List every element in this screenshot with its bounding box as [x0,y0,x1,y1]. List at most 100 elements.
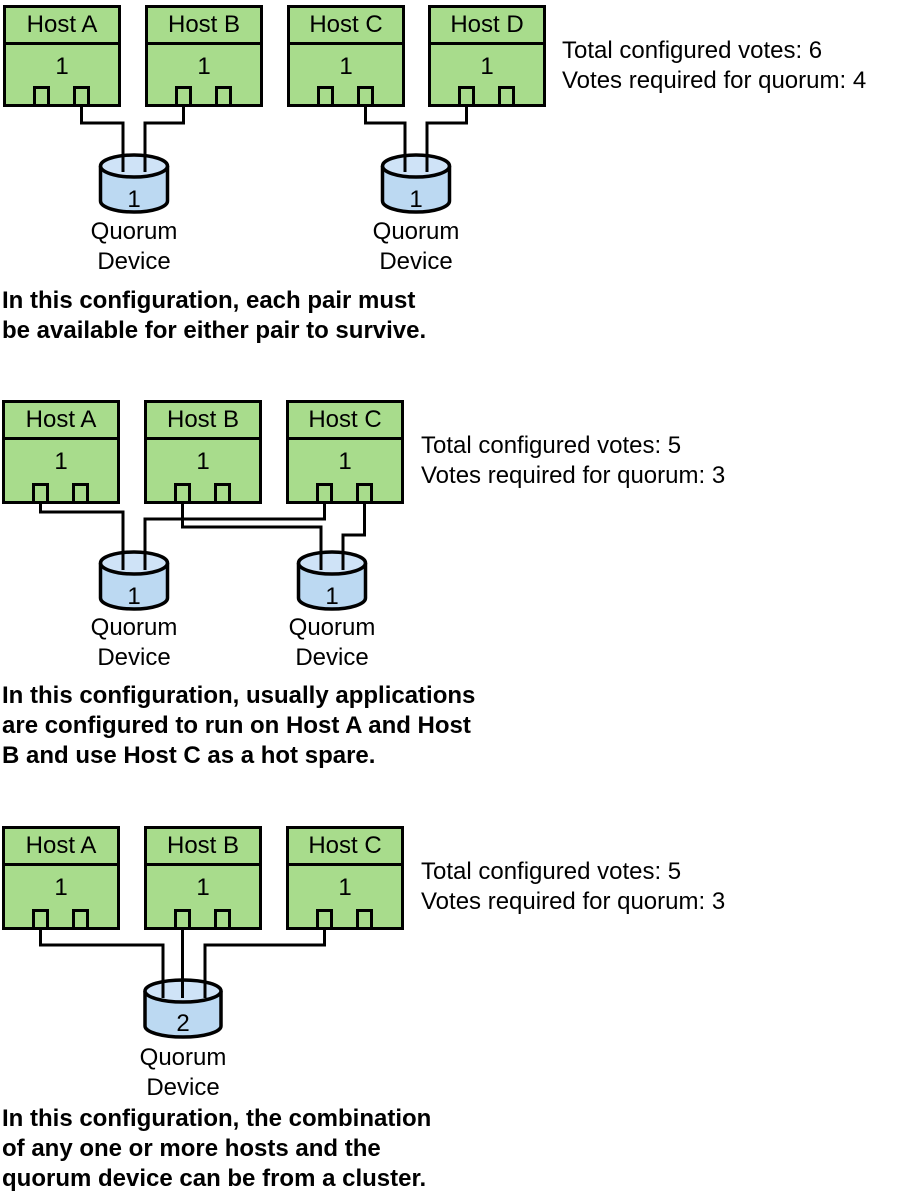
p2-quorum-device-1-label: Quorum Device [91,613,178,673]
p1-host-d: Host D 1 [428,5,546,107]
caption-line: are configured to run on Host A and Host [2,712,471,739]
p3-host-a: Host A 1 [2,826,120,930]
port-icon [174,909,191,927]
p2-host-c: Host C 1 [286,400,404,504]
caption-line: quorum device can be from a cluster. [2,1165,427,1192]
caption-line: be available for either pair to survive. [2,317,427,344]
host-vote-count: 1 [480,53,494,80]
total-votes-text: Total configured votes: 6 [562,37,823,64]
p3-host-c: Host C 1 [286,826,404,930]
quorum-label-line: Quorum [90,218,178,245]
connection-line [39,501,125,570]
p1-host-a: Host A 1 [3,5,121,107]
cylinder-top [380,153,452,179]
caption-line: In this configuration, each pair must [2,287,416,314]
required-votes-text: Votes required for quorum: 3 [421,462,726,489]
host-vote-count: 1 [54,874,68,901]
port-icon [33,86,50,104]
host-vote-count: 1 [339,53,353,80]
connection-line [39,927,165,998]
cylinder-top [296,550,368,576]
host-vote-count: 1 [55,53,69,80]
port-icon [498,86,515,104]
quorum-label-line: Quorum [372,218,460,245]
p2-quorum-device-2-label: Quorum Device [289,613,376,673]
cylinder-body [98,166,170,214]
p2-caption: In this configuration, usually applicati… [2,681,475,771]
quorum-label-line: Device [97,644,171,671]
host-title: Host C [290,8,402,45]
quorum-label-line: Quorum [90,614,178,641]
cylinder-body [380,166,452,214]
cylinder-body [98,563,170,611]
caption-line: B and use Host C as a hot spare. [2,742,376,769]
port-icon [356,909,373,927]
connection-line [341,501,366,570]
quorum-vote-count: 1 [409,186,422,213]
port-icon [32,483,49,501]
quorum-vote-count: 2 [176,1010,189,1037]
host-vote-count: 1 [338,448,352,475]
port-icon [72,909,89,927]
port-icon [32,909,49,927]
host-vote-count: 1 [197,53,211,80]
port-icon [214,909,231,927]
p1-caption: In this configuration, each pair must be… [2,286,426,346]
caption-line: of any one or more hosts and the [2,1135,381,1162]
quorum-label-line: Device [146,1074,220,1101]
p1-host-c: Host C 1 [287,5,405,107]
host-vote-count: 1 [338,874,352,901]
host-vote-count: 1 [196,874,210,901]
connection-line [425,104,468,172]
host-title: Host A [5,403,117,440]
host-title: Host C [289,403,401,440]
caption-line: In this configuration, the combination [2,1105,432,1132]
quorum-label-line: Quorum [288,614,376,641]
cylinder-top [98,550,170,576]
quorum-label-line: Device [379,248,453,275]
p1-quorum-device-1-label: Quorum Device [91,217,178,277]
connection-line [181,501,323,570]
connection-line [143,104,185,172]
port-icon [316,483,333,501]
host-title: Host A [5,829,117,866]
p1-quorum-device-2-icon [380,153,452,214]
p1-vote-stats: Total configured votes: 6 Votes required… [562,36,866,96]
cylinder-top [98,153,170,179]
p2-quorum-device-2-icon [296,550,368,611]
p3-host-b: Host B 1 [144,826,262,930]
caption-line: In this configuration, usually applicati… [2,682,476,709]
host-title: Host B [147,829,259,866]
p1-quorum-device-1-icon [98,153,170,214]
total-votes-text: Total configured votes: 5 [421,858,682,885]
port-icon [317,86,334,104]
p3-vote-stats: Total configured votes: 5 Votes required… [421,857,725,917]
port-icon [175,86,192,104]
quorum-vote-count: 1 [325,583,338,610]
quorum-vote-count: 1 [127,186,140,213]
connection-line [364,104,407,172]
p1-host-b: Host B 1 [145,5,263,107]
host-title: Host B [147,403,259,440]
port-icon [356,483,373,501]
port-icon [215,86,232,104]
quorum-label-line: Device [295,644,369,671]
port-icon [357,86,374,104]
connection-line [143,501,326,570]
p2-host-b: Host B 1 [144,400,262,504]
p3-quorum-device-label: Quorum Device [140,1043,227,1103]
quorum-label-line: Device [97,248,171,275]
port-icon [458,86,475,104]
port-icon [73,86,90,104]
total-votes-text: Total configured votes: 5 [421,432,682,459]
p1-quorum-device-2-label: Quorum Device [373,217,460,277]
cylinder-body [296,563,368,611]
host-vote-count: 1 [54,448,68,475]
required-votes-text: Votes required for quorum: 4 [562,67,867,94]
quorum-label-line: Quorum [139,1044,227,1071]
p2-vote-stats: Total configured votes: 5 Votes required… [421,431,725,491]
quorum-vote-count: 1 [127,583,140,610]
host-vote-count: 1 [196,448,210,475]
